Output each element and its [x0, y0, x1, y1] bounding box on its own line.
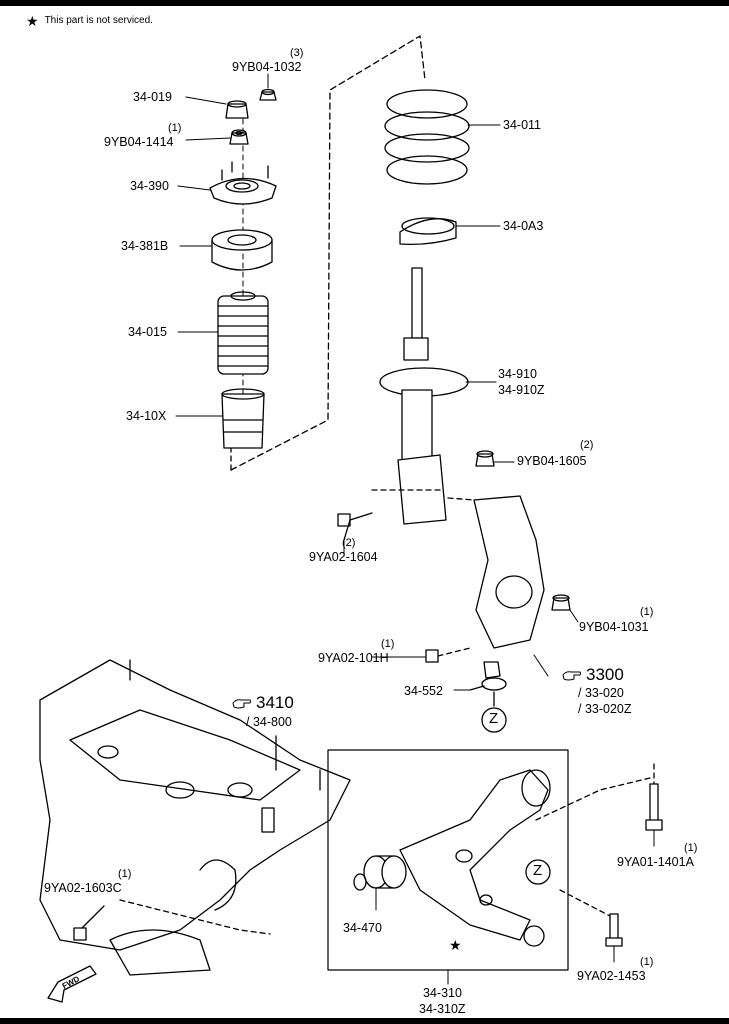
- label-34-0a3: 34-0A3: [503, 219, 544, 233]
- label-34-310: 34-310: [423, 986, 462, 1000]
- label-34-015: 34-015: [128, 325, 167, 339]
- label-34-910: 34-910: [498, 367, 537, 381]
- label-9ya02-1604: 9YA02-1604: [309, 550, 378, 564]
- bolt-9ya02-1603c-part: [73, 905, 105, 941]
- label-9yb04-1605: 9YB04-1605: [517, 454, 587, 468]
- pointing-hand-icon: [562, 670, 581, 680]
- bump-cap-part: [225, 100, 249, 119]
- ref-33-020: / 33-020: [578, 686, 624, 700]
- label-9ya02-101h: 9YA02-101H: [318, 651, 389, 665]
- label-34-552: 34-552: [404, 684, 443, 698]
- bolt-9ya02-1604-part: [337, 512, 373, 541]
- qty-9ya02-1603c: (1): [118, 868, 132, 880]
- nut-9yb04-1031-part: [551, 594, 571, 611]
- spring-seat-part: [399, 217, 457, 246]
- qty-9ya02-1604: (2): [342, 537, 356, 549]
- label-9yb04-1414: 9YB04-1414: [104, 135, 174, 149]
- label-9ya01-1401a: 9YA01-1401A: [617, 855, 694, 869]
- ref-3300-label: 3300: [586, 665, 624, 684]
- top-border: [0, 0, 729, 6]
- ref-3300[interactable]: 3300: [562, 666, 624, 684]
- assembly-dash-line: [230, 35, 426, 471]
- bushing-part: [353, 855, 407, 891]
- nut-9yb04-1414-part: [229, 129, 249, 145]
- label-9yb04-1032: 9YB04-1032: [232, 60, 302, 74]
- label-34-390: 34-390: [130, 179, 169, 193]
- qty-9ya02-1453: (1): [640, 956, 654, 968]
- label-34-10x: 34-10X: [126, 409, 167, 423]
- label-34-011: 34-011: [503, 118, 541, 132]
- label-34-019: 34-019: [133, 90, 172, 104]
- qty-9yb04-1605: (2): [580, 439, 594, 451]
- label-34-470: 34-470: [343, 921, 382, 935]
- label-34-310z: 34-310Z: [419, 1002, 466, 1016]
- strut-bearing-part: [211, 229, 273, 271]
- steering-knuckle-part: [447, 495, 545, 649]
- ref-3410[interactable]: 3410: [232, 694, 294, 712]
- label-9ya02-1603c: 9YA02-1603C: [44, 881, 122, 895]
- label-9ya02-1453: 9YA02-1453: [577, 969, 646, 983]
- pointing-hand-icon: [232, 698, 251, 708]
- nut-9yb04-1605-part: [475, 450, 495, 467]
- qty-9ya02-101h: (1): [381, 638, 395, 650]
- bolt-9ya02-101h-part: [425, 647, 471, 663]
- qty-9yb04-1032: (3): [290, 47, 304, 59]
- qty-9yb04-1031: (1): [640, 606, 654, 618]
- fwd-arrow-icon: [47, 965, 97, 1003]
- strut-assembly-part: [371, 267, 469, 525]
- star-icon: ★: [449, 937, 462, 953]
- lower-arm-part: [399, 769, 551, 947]
- label-34-910z: 34-910Z: [498, 383, 545, 397]
- front-subframe-part: [39, 659, 351, 976]
- bump-stopper-part: [221, 388, 265, 449]
- qty-9yb04-1414: (1): [168, 122, 182, 134]
- label-34-381b: 34-381B: [121, 239, 169, 253]
- qty-9ya01-1401a: (1): [684, 842, 698, 854]
- ref-3410-label: 3410: [256, 693, 294, 712]
- zone-z-label-lower: Z: [533, 862, 543, 879]
- coil-spring-part: [384, 89, 470, 185]
- zone-z-circle-lower: [525, 859, 551, 885]
- ref-34-800: / 34-800: [246, 715, 292, 729]
- zone-z-label-upper: Z: [489, 710, 499, 727]
- dust-shield-part: [469, 661, 507, 707]
- legend-note: ★ This part is not serviced.: [26, 12, 153, 29]
- star-icon: ★: [26, 12, 39, 29]
- label-9yb04-1031: 9YB04-1031: [579, 620, 649, 634]
- zone-z-circle-upper: [481, 707, 507, 733]
- bolt-9ya01-1401a-part: [645, 763, 663, 831]
- dust-boot-part: [217, 291, 269, 375]
- nut-9yb04-1032-part: [259, 88, 277, 101]
- bottom-border: [0, 1018, 729, 1024]
- legend-note-text: This part is not serviced.: [44, 15, 153, 26]
- bolt-9ya02-1453-part: [605, 913, 623, 947]
- ref-33-020z: / 33-020Z: [578, 702, 632, 716]
- strut-mount-part: [209, 161, 277, 205]
